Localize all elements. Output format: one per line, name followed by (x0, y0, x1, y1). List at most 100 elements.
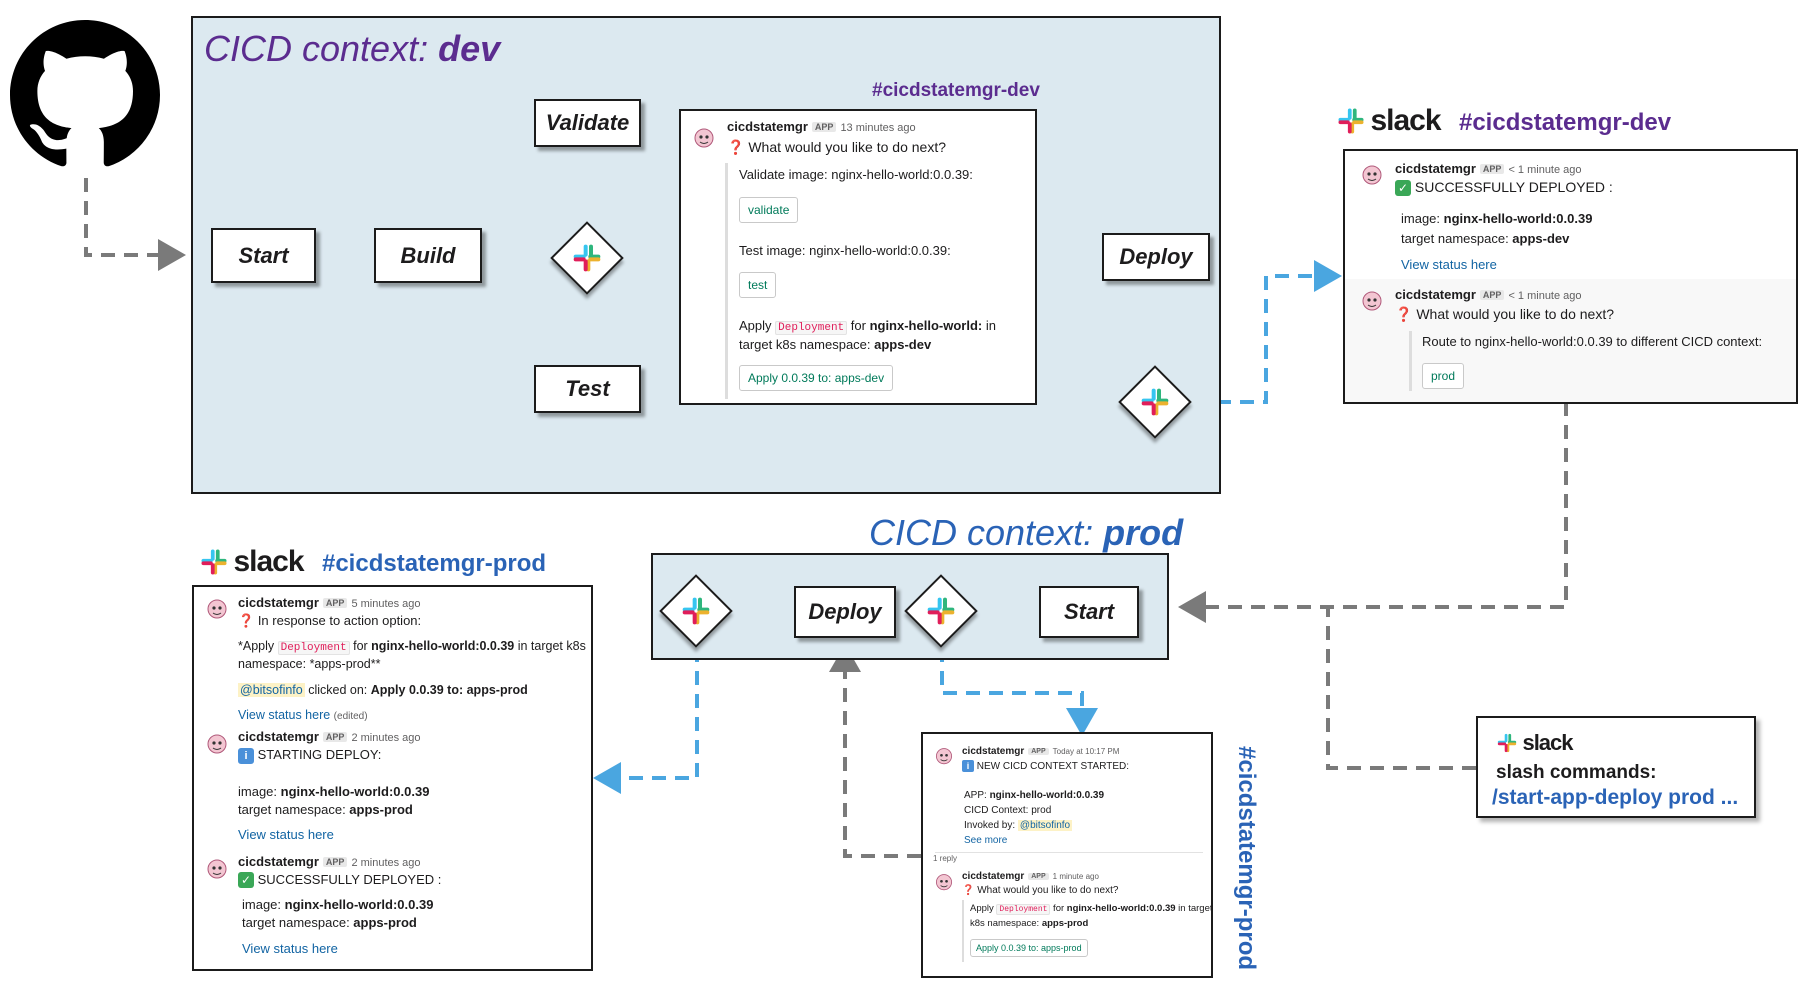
apply-app-name: nginx-hello-world: (869, 318, 983, 333)
message-username[interactable]: cicdstatemgr (962, 746, 1025, 757)
message-timestamp[interactable]: 2 minutes ago (351, 857, 421, 869)
image-value: nginx-hello-world:0.0.39 (284, 897, 434, 912)
thread-divider (935, 852, 1203, 853)
node-deploy-dev-label: Deploy (1119, 244, 1193, 269)
context-status: NEW CICD CONTEXT STARTED: (976, 761, 1130, 772)
user-mention[interactable]: @bitsofinfo (1017, 820, 1073, 831)
namespace-value: apps-dev (1512, 231, 1570, 246)
namespace-label: target namespace: (238, 802, 350, 817)
deploy-status: SUCCESSFULLY DEPLOYED : (257, 872, 442, 887)
reply-count[interactable]: 1 reply (933, 854, 958, 863)
dev-context-prefix: CICD context: (204, 28, 439, 69)
message-hover-background (1345, 279, 1796, 402)
message-username[interactable]: cicdstatemgr (1395, 161, 1476, 176)
message-username[interactable]: cicdstatemgr (238, 729, 319, 744)
bot-avatar-icon (207, 734, 227, 754)
apply-dev-button[interactable]: Apply 0.0.39 to: apps-dev (739, 365, 894, 391)
slash-commands-title: slash commands: (1496, 762, 1657, 783)
prod-thread-channel-vertical: #cicdstatemgr-prod (1233, 746, 1260, 971)
test-text: Test image: nginx-hello-world:0.0.39: (739, 243, 951, 258)
github-octocat-icon (10, 20, 160, 167)
apply-text-suffix: in target k8s (514, 639, 586, 653)
see-more-link[interactable]: See more (964, 835, 1008, 846)
apply-app-name: nginx-hello-world:0.0.39 (1066, 903, 1176, 914)
message-username[interactable]: cicdstatemgr (962, 871, 1025, 882)
view-status-link[interactable]: View status here (1401, 257, 1497, 272)
node-validate: Validate (534, 99, 641, 147)
dev-context-title: CICD context: dev (204, 28, 500, 70)
validate-text: Validate image: nginx-hello-world:0.0.39… (739, 167, 973, 182)
app-label: APP: (964, 790, 990, 801)
namespace-value: apps-prod (1041, 918, 1089, 929)
message-question: What would you like to do next? (977, 885, 1119, 896)
question-icon: ❓ (1395, 306, 1413, 322)
user-mention[interactable]: @bitsofinfo (238, 683, 305, 697)
message-username[interactable]: cicdstatemgr (727, 119, 808, 134)
message-question: What would you like to do next? (1416, 306, 1614, 322)
prod-route-button[interactable]: prod (1422, 363, 1465, 389)
clicked-action: Apply 0.0.39 to: apps-prod (370, 683, 528, 697)
bot-avatar-icon (935, 874, 953, 891)
validate-button[interactable]: validate (739, 197, 799, 223)
apply-namespace-label: target k8s namespace: (739, 337, 875, 352)
node-start-prod-label: Start (1063, 599, 1115, 624)
github-to-start-connector (84, 178, 186, 271)
slack-decision-diamond-prod-end (659, 574, 733, 648)
apply-prod-button[interactable]: Apply 0.0.39 to: apps-prod (970, 939, 1088, 957)
prod-diamond-to-thread-connector (940, 648, 1098, 736)
view-status-link[interactable]: View status here (238, 708, 331, 722)
slash-to-prod-connector (1326, 607, 1476, 770)
message-timestamp[interactable]: < 1 minute ago (1508, 164, 1582, 176)
node-start-prod: Start (1039, 586, 1139, 638)
context-line: CICD Context: prod (964, 805, 1052, 816)
bot-avatar-icon (935, 748, 953, 765)
node-start: Start (211, 228, 316, 283)
message-question: What would you like to do next? (748, 139, 946, 155)
deploy-status: SUCCESSFULLY DEPLOYED : (1414, 179, 1613, 195)
message-username[interactable]: cicdstatemgr (238, 854, 319, 869)
view-status-link[interactable]: View status here (238, 827, 334, 842)
message-attachment: Apply Deployment for nginx-hello-world:0… (962, 900, 1213, 962)
bot-avatar-icon (694, 128, 714, 148)
message-timestamp[interactable]: < 1 minute ago (1508, 290, 1582, 302)
app-badge: APP (1028, 748, 1049, 755)
response-text: In response to action option: (257, 613, 422, 628)
question-icon: ❓ (727, 139, 745, 155)
apply-app-name: nginx-hello-world:0.0.39 (371, 639, 515, 653)
namespace-label: target namespace: (1401, 231, 1513, 246)
node-start-label: Start (238, 242, 289, 268)
namespace-label: k8s namespace: (970, 918, 1042, 929)
route-to-prod-connector (1178, 402, 1568, 623)
message-timestamp[interactable]: 1 minute ago (1052, 872, 1099, 881)
node-test-label: Test (565, 376, 610, 401)
message-username[interactable]: cicdstatemgr (1395, 287, 1476, 302)
slack-logo-icon (1497, 733, 1517, 753)
slash-command-text[interactable]: /start-app-deploy prod ... (1492, 786, 1739, 809)
test-button[interactable]: test (739, 272, 777, 298)
slack-logo-icon (573, 244, 601, 272)
message-attachment: Route to nginx-hello-world:0.0.39 to dif… (1409, 331, 1782, 391)
message-timestamp[interactable]: 2 minutes ago (351, 732, 421, 744)
message-timestamp[interactable]: 13 minutes ago (840, 122, 916, 134)
bot-avatar-icon (1362, 291, 1382, 311)
check-icon: ✓ (238, 872, 254, 888)
prod-end-to-slack-prod-connector (593, 648, 699, 794)
app-badge: APP (322, 857, 348, 867)
node-deploy-prod: Deploy (794, 586, 896, 638)
message-timestamp[interactable]: Today at 10:17 PM (1052, 747, 1120, 756)
apply-text-mid: for (847, 318, 870, 333)
prod-context-prefix: CICD context: (869, 512, 1104, 553)
message-timestamp[interactable]: 5 minutes ago (351, 598, 421, 610)
message-username[interactable]: cicdstatemgr (238, 595, 319, 610)
dev-context-name: dev (438, 28, 501, 69)
apply-text-prefix: Apply (970, 903, 997, 914)
prod-context-title: CICD context: prod (869, 512, 1183, 554)
check-icon: ✓ (1395, 180, 1411, 196)
apply-namespace-value: apps-dev (874, 337, 932, 352)
slack-decision-diamond-prod (904, 574, 978, 648)
question-icon: ❓ (962, 885, 975, 896)
view-status-link[interactable]: View status here (242, 941, 338, 956)
